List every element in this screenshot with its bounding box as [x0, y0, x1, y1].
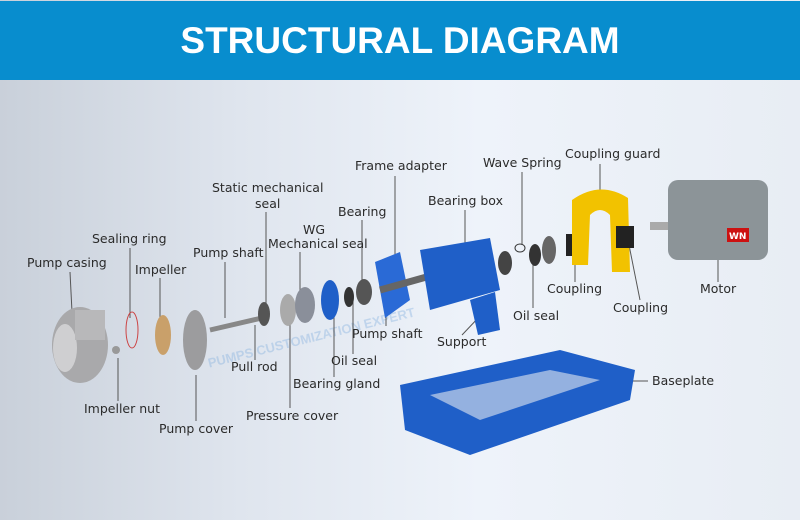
label-pump-cover: Pump cover	[159, 421, 234, 436]
bearing-2-part	[498, 251, 512, 275]
label-static-mechanical-seal: Static mechanical	[212, 180, 324, 195]
impeller-nut-part	[112, 346, 120, 354]
label-pump-shaft: Pump shaft	[193, 245, 264, 260]
static-seal-part	[258, 302, 270, 326]
oil-seal-3-part	[529, 244, 541, 266]
motor-part	[668, 180, 768, 260]
label-wg: WG	[303, 222, 326, 237]
page-title: STRUCTURAL DIAGRAM	[180, 20, 620, 61]
label-wave-spring: Wave Spring	[483, 155, 562, 170]
pump-cover-part	[183, 310, 207, 370]
label-oil-seal-1: Oil seal	[513, 308, 560, 323]
motor-badge	[727, 228, 749, 242]
mechanical-seal-part	[295, 287, 315, 323]
label-sealing-ring: Sealing ring	[92, 231, 167, 246]
header-bar	[0, 1, 800, 80]
motor-shaft	[650, 222, 670, 230]
label-motor: Motor	[700, 281, 737, 296]
label-frame-adapter: Frame adapter	[355, 158, 447, 173]
label-baseplate: Baseplate	[652, 373, 715, 388]
pump-shaft-part	[209, 315, 263, 333]
baseplate-opening	[430, 370, 600, 420]
label-coupling-2: Coupling	[613, 300, 669, 315]
oil-seal-4-part	[542, 236, 556, 264]
label-pressure-cover: Pressure cover	[246, 408, 339, 423]
label-static-mechanical-seal-2: seal	[255, 196, 281, 211]
bearing-part	[356, 279, 372, 305]
label-oil-seal-2: Oil seal	[331, 353, 378, 368]
label-bearing-box: Bearing box	[428, 193, 503, 208]
pump-casing-part	[52, 307, 108, 383]
label-mechanical-seal: Mechanical seal	[268, 236, 368, 251]
sealing-ring-part	[125, 311, 139, 349]
coupling-2-part	[616, 226, 634, 248]
label-support: Support	[437, 334, 487, 349]
motor-badge-text: WN	[729, 232, 747, 242]
impeller-part	[155, 315, 171, 355]
support-part	[470, 292, 500, 335]
bearing-box-part	[420, 238, 500, 310]
label-impeller: Impeller	[135, 262, 187, 277]
label-bearing: Bearing	[338, 204, 387, 219]
label-bearing-gland: Bearing gland	[293, 376, 381, 391]
wave-spring-part	[514, 243, 526, 253]
label-impeller-nut: Impeller nut	[84, 401, 160, 416]
coupling-guard-part	[572, 189, 630, 272]
label-coupling-guard: Coupling guard	[565, 146, 661, 161]
label-pull-rod: Pull rod	[231, 359, 278, 374]
oil-seal-part	[344, 287, 354, 307]
label-coupling-1: Coupling	[547, 281, 603, 296]
label-pump-casing: Pump casing	[27, 255, 107, 270]
bearing-gland-part	[321, 280, 339, 320]
label-pump-shaft-2: Pump shaft	[352, 326, 423, 341]
pressure-cover-part	[280, 294, 296, 326]
